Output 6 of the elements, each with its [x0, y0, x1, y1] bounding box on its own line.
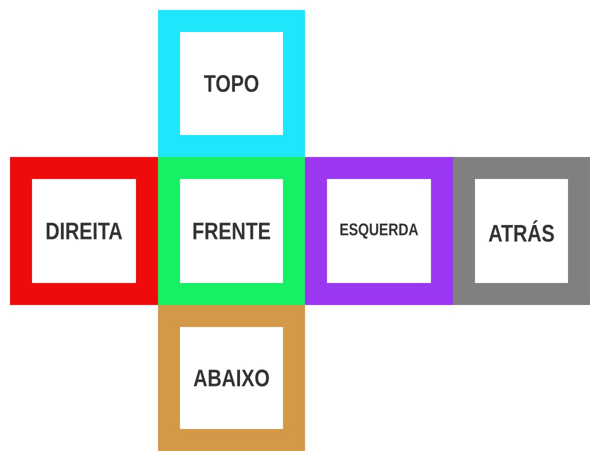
- net-face-square: FRENTE: [158, 157, 305, 305]
- net-face-square: ESQUERDA: [305, 157, 453, 305]
- net-face-square: ABAIXO: [158, 305, 305, 451]
- net-face-square: ATRÁS: [453, 157, 590, 305]
- net-face-square: DIREITA: [10, 157, 158, 305]
- net-face-square: TOPO: [158, 10, 305, 157]
